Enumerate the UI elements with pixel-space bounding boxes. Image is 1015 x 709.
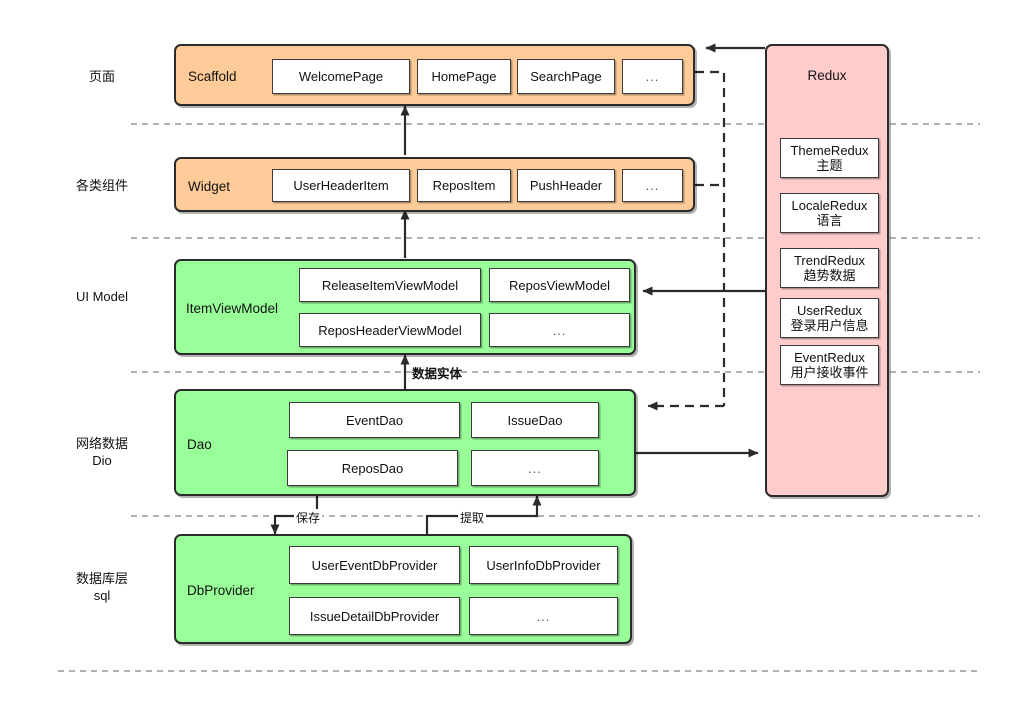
group-widget[interactable]: Widget UserHeaderItem ReposItem PushHead… [174,157,695,212]
item-widget-more[interactable]: ... [622,169,683,202]
group-redux[interactable]: Redux ThemeRedux 主题 LocaleRedux 语言 Trend… [765,44,889,497]
item-push-header[interactable]: PushHeader [517,169,615,202]
group-scaffold[interactable]: Scaffold WelcomePage HomePage SearchPage… [174,44,695,106]
item-search-page[interactable]: SearchPage [517,59,615,94]
edge-label-save: 保存 [294,509,323,526]
edge-dashed-bus [695,70,726,406]
item-home-page[interactable]: HomePage [417,59,511,94]
row-label-network: 网络数据 Dio [75,436,128,468]
item-user-event-db-provider[interactable]: UserEventDbProvider [289,546,460,584]
item-issue-dao[interactable]: IssueDao [471,402,599,438]
item-trend-redux[interactable]: TrendRedux 趋势数据 [780,248,879,288]
row-label-ui-model: UI Model [75,289,129,304]
item-theme-redux[interactable]: ThemeRedux 主题 [780,138,879,178]
item-issue-detail-db-provider[interactable]: IssueDetailDbProvider [289,597,460,635]
row-label-widget: 各类组件 [75,178,128,193]
item-release-item-view-model[interactable]: ReleaseItemViewModel [299,268,481,302]
item-user-header-item[interactable]: UserHeaderItem [272,169,410,202]
item-db-provider-more[interactable]: ... [469,597,618,635]
item-page-more[interactable]: ... [622,59,683,94]
group-title-db-provider: DbProvider [187,583,255,598]
group-db-provider[interactable]: DbProvider UserEventDbProvider UserInfoD… [174,534,632,644]
item-locale-redux[interactable]: LocaleRedux 语言 [780,193,879,233]
item-repos-view-model[interactable]: ReposViewModel [489,268,630,302]
edge-label-data-entity: 数据实体 [412,367,463,381]
edge-label-fetch: 提取 [458,509,487,526]
group-dao[interactable]: Dao EventDao IssueDao ReposDao ... [174,389,636,496]
item-repos-header-view-model[interactable]: ReposHeaderViewModel [299,313,481,347]
item-user-redux[interactable]: UserRedux 登录用户信息 [780,298,879,338]
group-title-scaffold: Scaffold [188,69,237,84]
row-label-database: 数据库层 sql [75,571,128,603]
item-event-dao[interactable]: EventDao [289,402,460,438]
item-event-redux[interactable]: EventRedux 用户接收事件 [780,345,879,385]
item-welcome-page[interactable]: WelcomePage [272,59,410,94]
item-repos-dao[interactable]: ReposDao [287,450,458,486]
item-repos-item[interactable]: ReposItem [417,169,511,202]
item-view-model-more[interactable]: ... [489,313,630,347]
item-dao-more[interactable]: ... [471,450,599,486]
group-title-redux: Redux [807,68,847,83]
group-title-item-view-model: ItemViewModel [186,301,279,316]
item-user-info-db-provider[interactable]: UserInfoDbProvider [469,546,618,584]
row-label-page: 页面 [88,69,115,84]
group-title-dao: Dao [187,437,212,452]
group-item-view-model[interactable]: ItemViewModel ReleaseItemViewModel Repos… [174,259,636,355]
group-title-widget: Widget [188,179,231,194]
